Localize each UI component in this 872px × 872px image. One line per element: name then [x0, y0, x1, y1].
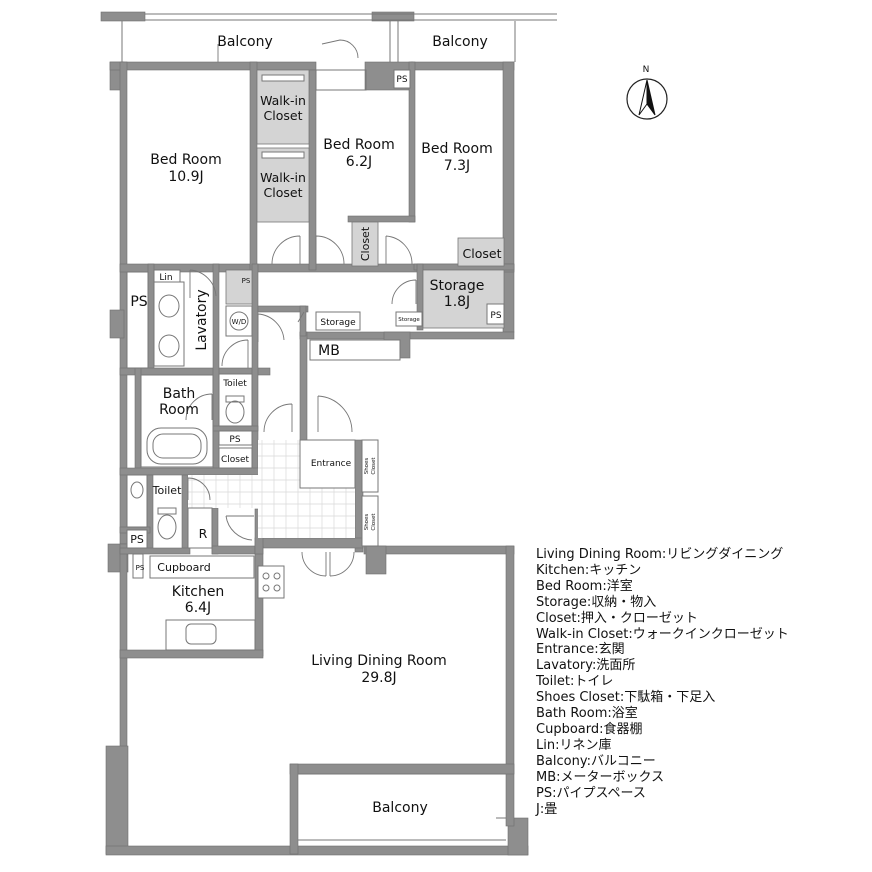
refrigerator-label: R — [199, 526, 208, 541]
walkin-1-line2: Closet — [264, 108, 303, 123]
living-size: 29.8J — [361, 670, 396, 686]
bottom-balcony — [298, 773, 506, 841]
bedroom-3-size: 7.3J — [444, 158, 470, 174]
legend-item: Living Dining Room:リビングダイニング — [536, 547, 784, 562]
ps-label-storage: PS — [490, 311, 501, 321]
walkin-2-line2: Closet — [264, 185, 303, 200]
toilet-upper — [218, 373, 253, 469]
ps-label-corridor: PS — [242, 277, 251, 285]
toilet-upper-label: Toilet — [222, 379, 247, 389]
walkin-1-line1: Walk-in — [260, 93, 306, 108]
ps-label-bath: PS — [229, 435, 240, 445]
toilet-lower-label: Toilet — [152, 484, 182, 497]
legend-item: Bath Room:浴室 — [536, 706, 638, 722]
legend-item: Balcony:バルコニー — [536, 753, 656, 769]
north-label: N — [643, 65, 650, 75]
cupboard-label: Cupboard — [157, 561, 210, 574]
shoes-closet-2-line2: Closet — [371, 513, 377, 531]
legend-item: Cupboard:食器棚 — [536, 721, 643, 737]
closet-vertical-label: Closet — [359, 226, 372, 261]
storage-name: Storage — [430, 278, 485, 294]
legend-item: Walk-in Closet:ウォークインクローゼット — [536, 626, 789, 642]
bedroom-1-size: 10.9J — [168, 169, 203, 185]
legend-item: Shoes Closet:下駄箱・下足入 — [536, 690, 716, 706]
shoes-closet-1-line2: Closet — [371, 457, 377, 475]
ps-label-top: PS — [396, 75, 407, 85]
living-name: Living Dining Room — [311, 653, 447, 669]
shoes-closet-1-line1: Shoes — [364, 458, 370, 475]
balcony-label-3: Balcony — [372, 800, 428, 816]
wd-label: W/D — [232, 318, 247, 326]
closets — [256, 69, 505, 329]
walkin-2-line1: Walk-in — [260, 170, 306, 185]
legend-item: Entrance:玄関 — [536, 642, 625, 658]
walk-in-closet-2 — [256, 147, 310, 223]
storage-small-label: Storage — [320, 318, 356, 328]
doors — [185, 39, 417, 577]
legend-item: Bed Room:洋室 — [536, 578, 633, 594]
corridor-fixtures — [225, 269, 423, 361]
bedroom-3-name: Bed Room — [421, 141, 492, 157]
lin-label: Lin — [159, 273, 172, 283]
closet-label: Closet — [463, 246, 502, 261]
bath-fixtures — [140, 374, 214, 468]
legend-item: Toilet:トイレ — [536, 674, 614, 690]
legend-item: Closet:押入・クローゼット — [536, 610, 698, 626]
legend-item: J:畳 — [536, 801, 558, 817]
kitchen-fixtures — [132, 553, 285, 651]
shoes-closet-2-line1: Shoes — [364, 514, 370, 531]
north-arrow: N — [626, 65, 668, 120]
lavatory-fixtures — [126, 269, 185, 369]
mb-label: MB — [318, 343, 340, 359]
walk-in-closet-1 — [256, 69, 310, 145]
bath-line2: Room — [159, 402, 199, 418]
bath-line1: Bath — [163, 386, 196, 402]
legend-item: Lin:リネン庫 — [536, 737, 612, 753]
balcony-label-1: Balcony — [217, 34, 273, 50]
bedroom-2-size: 6.2J — [346, 154, 372, 170]
balcony-label-2: Balcony — [432, 34, 488, 50]
ps-label-kitchen: PS — [130, 533, 144, 546]
legend-item: Lavatory:洗面所 — [536, 658, 636, 674]
legend-item: PS:パイプスペース — [536, 785, 646, 801]
closet-bed2 — [351, 221, 379, 267]
top-balcony — [100, 11, 557, 62]
legend-item: MB:メーターボックス — [536, 769, 665, 785]
storage-size: 1.8J — [444, 294, 470, 310]
lavatory-label: Lavatory — [194, 289, 210, 350]
entrance-label: Entrance — [311, 459, 352, 469]
legend-item: Storage:収納・物入 — [536, 594, 657, 610]
bedroom-1-name: Bed Room — [150, 152, 221, 168]
closet-bed3 — [457, 237, 505, 267]
legend-item: Kitchen:キッチン — [536, 562, 642, 578]
ps-label-kitchen-small: PS — [136, 564, 145, 572]
closet-small-label: Closet — [221, 455, 250, 465]
bedroom-2-name: Bed Room — [323, 137, 394, 153]
kitchen-size: 6.4J — [185, 600, 211, 616]
storage-tiny-label: Storage — [398, 317, 420, 323]
exterior-walls — [105, 61, 529, 856]
entrance-floor — [188, 439, 379, 547]
ps-label-left: PS — [130, 294, 147, 310]
interior-walls — [119, 61, 515, 855]
room-labels: Balcony Balcony Balcony Bed Room 10.9J B… — [130, 34, 502, 816]
kitchen-name: Kitchen — [172, 584, 225, 600]
toilet-lower — [126, 474, 213, 549]
